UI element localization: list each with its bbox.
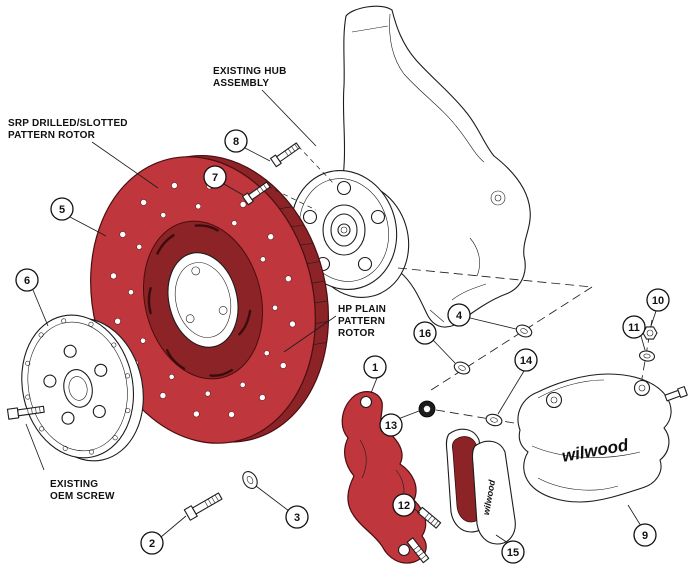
washer-3 [242,471,258,489]
leader-line [283,315,337,353]
brake-pads: wilwood [445,428,516,545]
label-srp-rotor: SRP DRILLED/SLOTTED PATTERN ROTOR [8,118,159,189]
svg-text:15: 15 [507,547,519,559]
label-text: PATTERN [338,316,385,327]
rotor-drill-holes [110,182,296,418]
svg-text:6: 6 [24,275,30,287]
label-text: ASSEMBLY [213,78,269,89]
label-text: SRP DRILLED/SLOTTED [8,118,128,129]
leader-line [91,141,159,189]
label-hub-assembly: EXISTING HUB ASSEMBLY [213,66,317,147]
callout-6: 6 [15,268,49,327]
callout-12: 12 [392,493,421,517]
rotor-slots [147,224,252,377]
hat-rim-holes [25,318,131,455]
svg-text:14: 14 [520,355,533,367]
svg-text:3: 3 [294,512,300,524]
svg-text:1: 1 [372,362,378,374]
mounting-stud-a [417,506,442,529]
washer-14 [485,413,503,427]
caliper-bracket [341,391,442,564]
bolt-7 [242,181,271,206]
leader-line [261,89,317,147]
washer-16 [453,361,471,375]
mounting-stud-b [406,537,430,564]
callout-14: 14 [497,348,538,415]
label-oem-screw: EXISTING OEM SCREW [25,423,115,502]
svg-text:11: 11 [628,322,640,334]
callout-10: 10 [646,288,670,327]
callout-2: 2 [140,515,187,555]
svg-text:2: 2 [149,538,155,550]
rotor-vane-hatch [279,206,328,345]
svg-text:10: 10 [652,295,664,307]
svg-text:7: 7 [212,172,218,184]
callout-13: 13 [379,410,420,437]
leader-line [25,423,45,471]
svg-text:13: 13 [385,420,397,432]
washer-4 [515,324,533,338]
label-text: ROTOR [338,328,376,339]
svg-text:4: 4 [456,310,463,322]
callout-7: 7 [203,165,244,196]
washer-11 [638,350,656,362]
callout-5: 5 [50,197,107,237]
label-hp-rotor: HP PLAIN PATTERN ROTOR [283,304,386,353]
svg-text:5: 5 [59,204,65,216]
label-text: HP PLAIN [338,304,386,315]
svg-text:8: 8 [233,136,239,148]
label-text: EXISTING HUB [213,66,287,77]
callout-15: 15 [495,534,525,564]
callout-16: 16 [413,321,456,364]
label-text: OEM SCREW [50,491,115,502]
svg-text:9: 9 [642,530,648,542]
callout-1: 1 [363,355,387,394]
brake-caliper: wilwood [517,373,688,503]
bleed-fitting [664,386,688,402]
oem-screw [6,405,45,420]
bolt-8 [270,142,301,168]
callout-8: 8 [224,129,271,162]
label-text: PATTERN ROTOR [8,130,96,141]
svg-text:12: 12 [398,500,410,512]
callout-11: 11 [622,315,646,351]
srp-rotor [90,155,330,444]
spacer-13 [418,400,436,418]
callout-4: 4 [447,303,517,330]
svg-text:16: 16 [419,328,431,340]
callout-3: 3 [255,485,309,529]
hat-lug-holes [43,344,108,425]
label-text: EXISTING [50,479,98,490]
bolt-2 [183,492,223,521]
rotor-hat [21,314,144,462]
callout-9: 9 [627,504,657,547]
